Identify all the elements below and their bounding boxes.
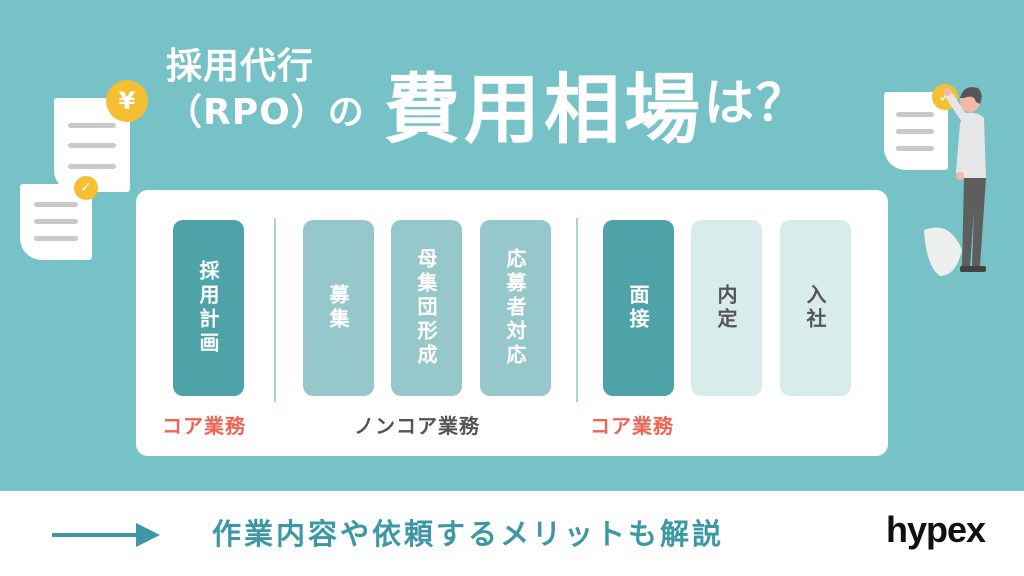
title-main: 費用相場 (384, 65, 704, 154)
title-line-1: 採用代行 (166, 46, 315, 87)
title-prefix: 採用代行 （RPO）の (166, 44, 365, 136)
page-title: 費用相場は？ (384, 58, 808, 155)
process-step-population-building: 母集団形成 (391, 220, 462, 396)
process-step-recruitment-planning: 採用計画 (173, 220, 244, 396)
yen-icon: ¥ (106, 80, 148, 122)
process-step-job-offer: 内定 (691, 220, 762, 396)
noncore-label: ノンコア業務 (354, 414, 480, 438)
hypex-logo[interactable]: hypex (886, 509, 986, 550)
divider (576, 218, 578, 402)
arrow-right-icon (52, 523, 160, 547)
process-step-recruiting: 募集 (303, 220, 374, 396)
divider (274, 218, 276, 402)
process-card: 採用計画 募集 母集団形成 応募者対応 面接 内定 入社 コア業務 ノンコア業務… (136, 190, 888, 456)
process-step-interview: 面接 (603, 220, 674, 396)
title-line-2: （RPO）の (166, 92, 365, 133)
person-illustration (924, 87, 986, 276)
core-label: コア業務 (162, 414, 246, 438)
process-step-applicant-handling: 応募者対応 (480, 220, 551, 396)
check-icon: ✓ (74, 176, 98, 200)
hero-banner: ¥ ✓ ✓ 採用代行 （RPO）の 費用相場は？ (0, 0, 1024, 491)
process-step-onboarding: 入社 (780, 220, 851, 396)
core-label: コア業務 (590, 414, 674, 438)
footer-subtitle: 作業内容や依頼するメリットも解説 (212, 517, 725, 551)
title-suffix: は？ (704, 74, 808, 132)
